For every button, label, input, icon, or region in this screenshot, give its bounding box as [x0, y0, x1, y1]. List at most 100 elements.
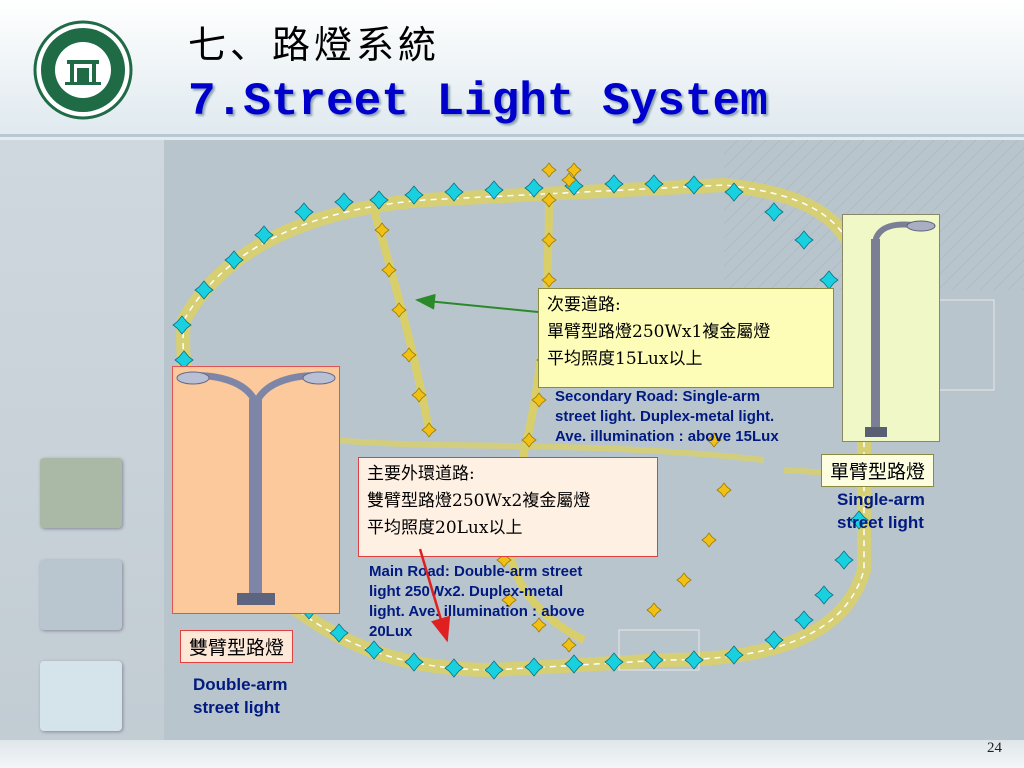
ring-road-centerline	[182, 184, 865, 671]
double-arm-light-marker	[294, 202, 314, 222]
single-arm-light-marker	[501, 592, 517, 608]
secondary-road-en-line-2: street light. Duplex-metal light.	[555, 408, 775, 425]
double-arm-en-line-1: Double-arm	[193, 675, 288, 694]
single-arm-light-marker	[521, 432, 537, 448]
left-side-panel	[0, 140, 170, 740]
double-arm-light-marker	[684, 650, 704, 670]
double-arm-light-marker	[194, 280, 214, 300]
double-arm-en-line-2: street light	[193, 698, 280, 717]
single-arm-light-marker	[566, 162, 582, 178]
decor-square-1	[40, 458, 122, 528]
double-arm-light-marker	[724, 645, 744, 665]
double-arm-light-marker	[369, 190, 389, 210]
secondary-road-zh-line-3: 平均照度15Lux以上	[547, 349, 703, 369]
single-arm-light-marker	[374, 222, 390, 238]
double-arm-light-marker	[404, 652, 424, 672]
single-arm-light-marker	[541, 162, 557, 178]
single-arm-light-marker	[496, 552, 512, 568]
single-arm-light-marker	[401, 347, 417, 363]
single-arm-light-markers	[374, 162, 732, 653]
single-arm-light-marker	[381, 262, 397, 278]
double-arm-light-marker	[794, 610, 814, 630]
main-road-arrow	[418, 548, 451, 643]
main-road-en-line-4: 20Lux	[369, 623, 413, 640]
single-arm-english: Single-arm street light	[837, 488, 967, 534]
single-arm-light-marker	[541, 232, 557, 248]
single-arm-light-marker	[541, 272, 557, 288]
double-arm-light-marker	[224, 250, 244, 270]
main-road-zh-line-2: 雙臂型路燈250Wx2複金屬燈	[367, 491, 591, 511]
single-arm-lamp-icon	[865, 220, 936, 437]
single-arm-light-marker	[541, 192, 557, 208]
double-arm-light-marker	[724, 182, 744, 202]
secondary-road-english: Secondary Road: Single-arm street light.…	[555, 387, 835, 447]
double-arm-light-marker	[524, 178, 544, 198]
single-arm-light-marker	[421, 422, 437, 438]
double-arm-lamp-photo	[172, 366, 340, 614]
single-arm-light-marker	[561, 637, 577, 653]
double-arm-light-marker	[604, 652, 624, 672]
double-arm-light-marker	[484, 180, 504, 200]
main-road-callout: 主要外環道路: 雙臂型路燈250Wx2複金屬燈 平均照度20Lux以上	[358, 457, 658, 557]
double-arm-light-marker	[834, 550, 854, 570]
single-arm-light-marker	[561, 172, 577, 188]
double-arm-light-marker	[814, 585, 834, 605]
title-english: 7.Street Light System	[188, 76, 768, 128]
double-arm-light-marker	[444, 658, 464, 678]
title-chinese: 七、路燈系統	[188, 23, 441, 67]
secondary-road-en-line-1: Secondary Road: Single-arm	[555, 388, 761, 405]
slide-header	[0, 0, 1024, 136]
double-arm-light-marker	[604, 174, 624, 194]
double-arm-lamp-icon	[176, 371, 336, 605]
building-outline	[618, 629, 700, 671]
double-arm-light-marker	[684, 175, 704, 195]
double-arm-light-marker	[644, 650, 664, 670]
double-arm-light-marker	[794, 230, 814, 250]
double-arm-label: 雙臂型路燈	[180, 630, 294, 663]
page-number: 24	[987, 740, 1002, 756]
header-divider	[0, 134, 1024, 137]
single-arm-light-marker	[531, 617, 547, 633]
double-arm-light-marker	[764, 202, 784, 222]
double-arm-light-marker	[524, 657, 544, 677]
double-arm-light-marker	[404, 185, 424, 205]
single-arm-light-marker	[391, 302, 407, 318]
double-arm-english: Double-arm street light	[193, 673, 333, 719]
double-arm-light-marker	[254, 225, 274, 245]
main-road-zh-line-1: 主要外環道路:	[367, 464, 475, 484]
double-arm-light-marker	[329, 623, 349, 643]
single-arm-light-marker	[701, 532, 717, 548]
secondary-road-zh-line-1: 次要道路:	[547, 295, 621, 315]
science-park-seal-icon	[33, 20, 133, 120]
single-arm-en-line-1: Single-arm	[837, 490, 925, 509]
single-arm-light-marker	[676, 572, 692, 588]
main-road-en-line-1: Main Road: Double-arm street	[369, 563, 583, 580]
single-arm-light-marker	[646, 602, 662, 618]
decor-square-2	[40, 560, 122, 630]
double-arm-light-marker	[644, 174, 664, 194]
double-arm-light-marker	[364, 640, 384, 660]
single-arm-light-marker	[411, 387, 427, 403]
single-arm-light-marker	[716, 482, 732, 498]
secondary-road-zh-line-2: 單臂型路燈250Wx1複金屬燈	[547, 322, 771, 342]
decor-square-3	[40, 661, 122, 731]
double-arm-light-marker	[764, 630, 784, 650]
main-road-en-line-2: light 250Wx2. Duplex-metal	[369, 583, 564, 600]
double-arm-light-marker	[849, 510, 869, 530]
secondary-road-en-line-3: Ave. illumination : above 15Lux	[555, 428, 779, 445]
single-arm-light-marker	[706, 432, 722, 448]
secondary-road-cross	[333, 437, 765, 463]
slide-footer	[0, 740, 1024, 768]
single-arm-lamp-photo	[842, 214, 940, 442]
single-arm-label: 單臂型路燈	[821, 454, 935, 487]
double-arm-light-marker	[484, 660, 504, 680]
main-road-zh-line-3: 平均照度20Lux以上	[367, 518, 523, 538]
main-road-en-line-3: light. Ave. illumination : above	[369, 603, 585, 620]
main-road-english: Main Road: Double-arm street light 250Wx…	[369, 562, 637, 642]
logo	[33, 20, 133, 124]
double-arm-light-marker	[334, 192, 354, 212]
double-arm-light-marker	[172, 315, 192, 335]
secondary-road-arrow	[415, 293, 539, 313]
double-arm-light-marker	[444, 182, 464, 202]
